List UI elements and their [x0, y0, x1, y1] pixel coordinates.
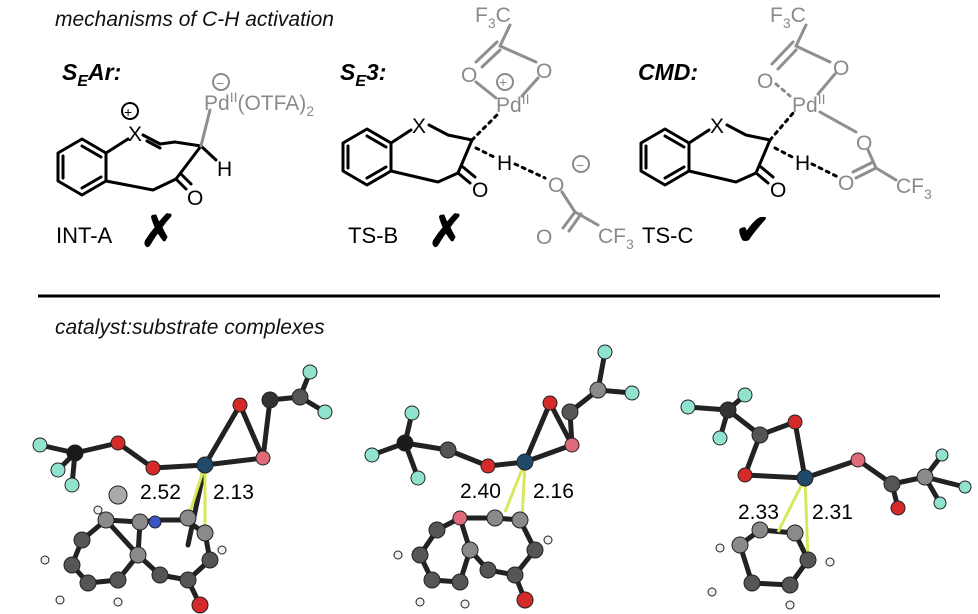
charge-plus: +	[124, 104, 132, 120]
section-title-complexes: catalyst:substrate complexes	[55, 316, 325, 339]
atom-o-b1: O	[461, 64, 477, 87]
atom-h: H	[217, 158, 232, 181]
verdict-cross-b: ✗	[428, 207, 465, 256]
distance-1b: 2.13	[213, 481, 254, 504]
verdict-check-c: ✔	[735, 206, 770, 253]
mechanism-title-sear: SEAr:	[62, 59, 121, 90]
section-title-mechanisms: mechanisms of C-H activation	[55, 8, 334, 31]
panel-se3: SE3: X O H PdII +	[340, 4, 634, 256]
label-int-a: INT-A	[56, 223, 113, 248]
complex-3: 2.33 2.31	[680, 387, 972, 610]
atom-o: O	[187, 187, 203, 210]
cf3-b-bottom: CF3	[598, 225, 634, 252]
atom-o-b4: O	[536, 226, 552, 249]
atom-o-c1: O	[757, 70, 773, 93]
distance-2b: 2.16	[533, 480, 574, 503]
atom-o-c2: O	[833, 57, 849, 80]
panel-sear: SEAr: X + O H − Pd	[56, 59, 314, 256]
atom-x-c: X	[710, 115, 724, 138]
distance-3a: 2.33	[738, 501, 779, 524]
molecule-int-a: X + O H − PdII(OTFA)2	[56, 73, 314, 210]
atom-o-c: O	[770, 179, 786, 202]
distance-3b: 2.31	[812, 501, 853, 524]
pd-b: PdII	[496, 91, 529, 117]
label-ts-b: TS-B	[348, 223, 398, 248]
atom-h-b: H	[497, 152, 512, 175]
mechanism-title-cmd: CMD:	[638, 59, 698, 85]
pd-otfa2: PdII(OTFA)2	[204, 89, 314, 119]
charge-minus: −	[216, 75, 224, 91]
mechanism-title-se3: SE3:	[340, 59, 386, 90]
verdict-cross-a: ✗	[140, 207, 177, 256]
label-ts-c: TS-C	[642, 223, 693, 248]
atom-o-c4: O	[838, 172, 854, 195]
cf3-c-top: F3C	[770, 4, 806, 31]
cf3-b-top: F3C	[475, 4, 511, 31]
molecule-ts-c: X O H PdII O O F3C O O CF3	[639, 4, 932, 202]
atom-o-b: O	[472, 179, 488, 202]
atom-o-b3: O	[548, 174, 564, 197]
complex-2: 2.40 2.16	[364, 344, 640, 609]
cf3-c-right: CF3	[896, 175, 932, 202]
atom-x-b: X	[412, 115, 426, 138]
charge-minus-b: −	[576, 157, 584, 173]
charge-plus-b: +	[499, 74, 507, 90]
distance-1a: 2.52	[140, 481, 181, 504]
atom-x: X	[128, 123, 142, 146]
distance-2a: 2.40	[460, 480, 501, 503]
molecule-ts-b: X O H PdII + O O F3C O − O CF3	[341, 4, 634, 252]
atom-o-b2: O	[536, 60, 552, 83]
atom-h-c: H	[795, 152, 810, 175]
panel-cmd: CMD: X O H PdII O O F3C	[638, 4, 932, 253]
pd-c: PdII	[792, 91, 825, 117]
complex-1: 2.52 2.13	[32, 364, 333, 614]
